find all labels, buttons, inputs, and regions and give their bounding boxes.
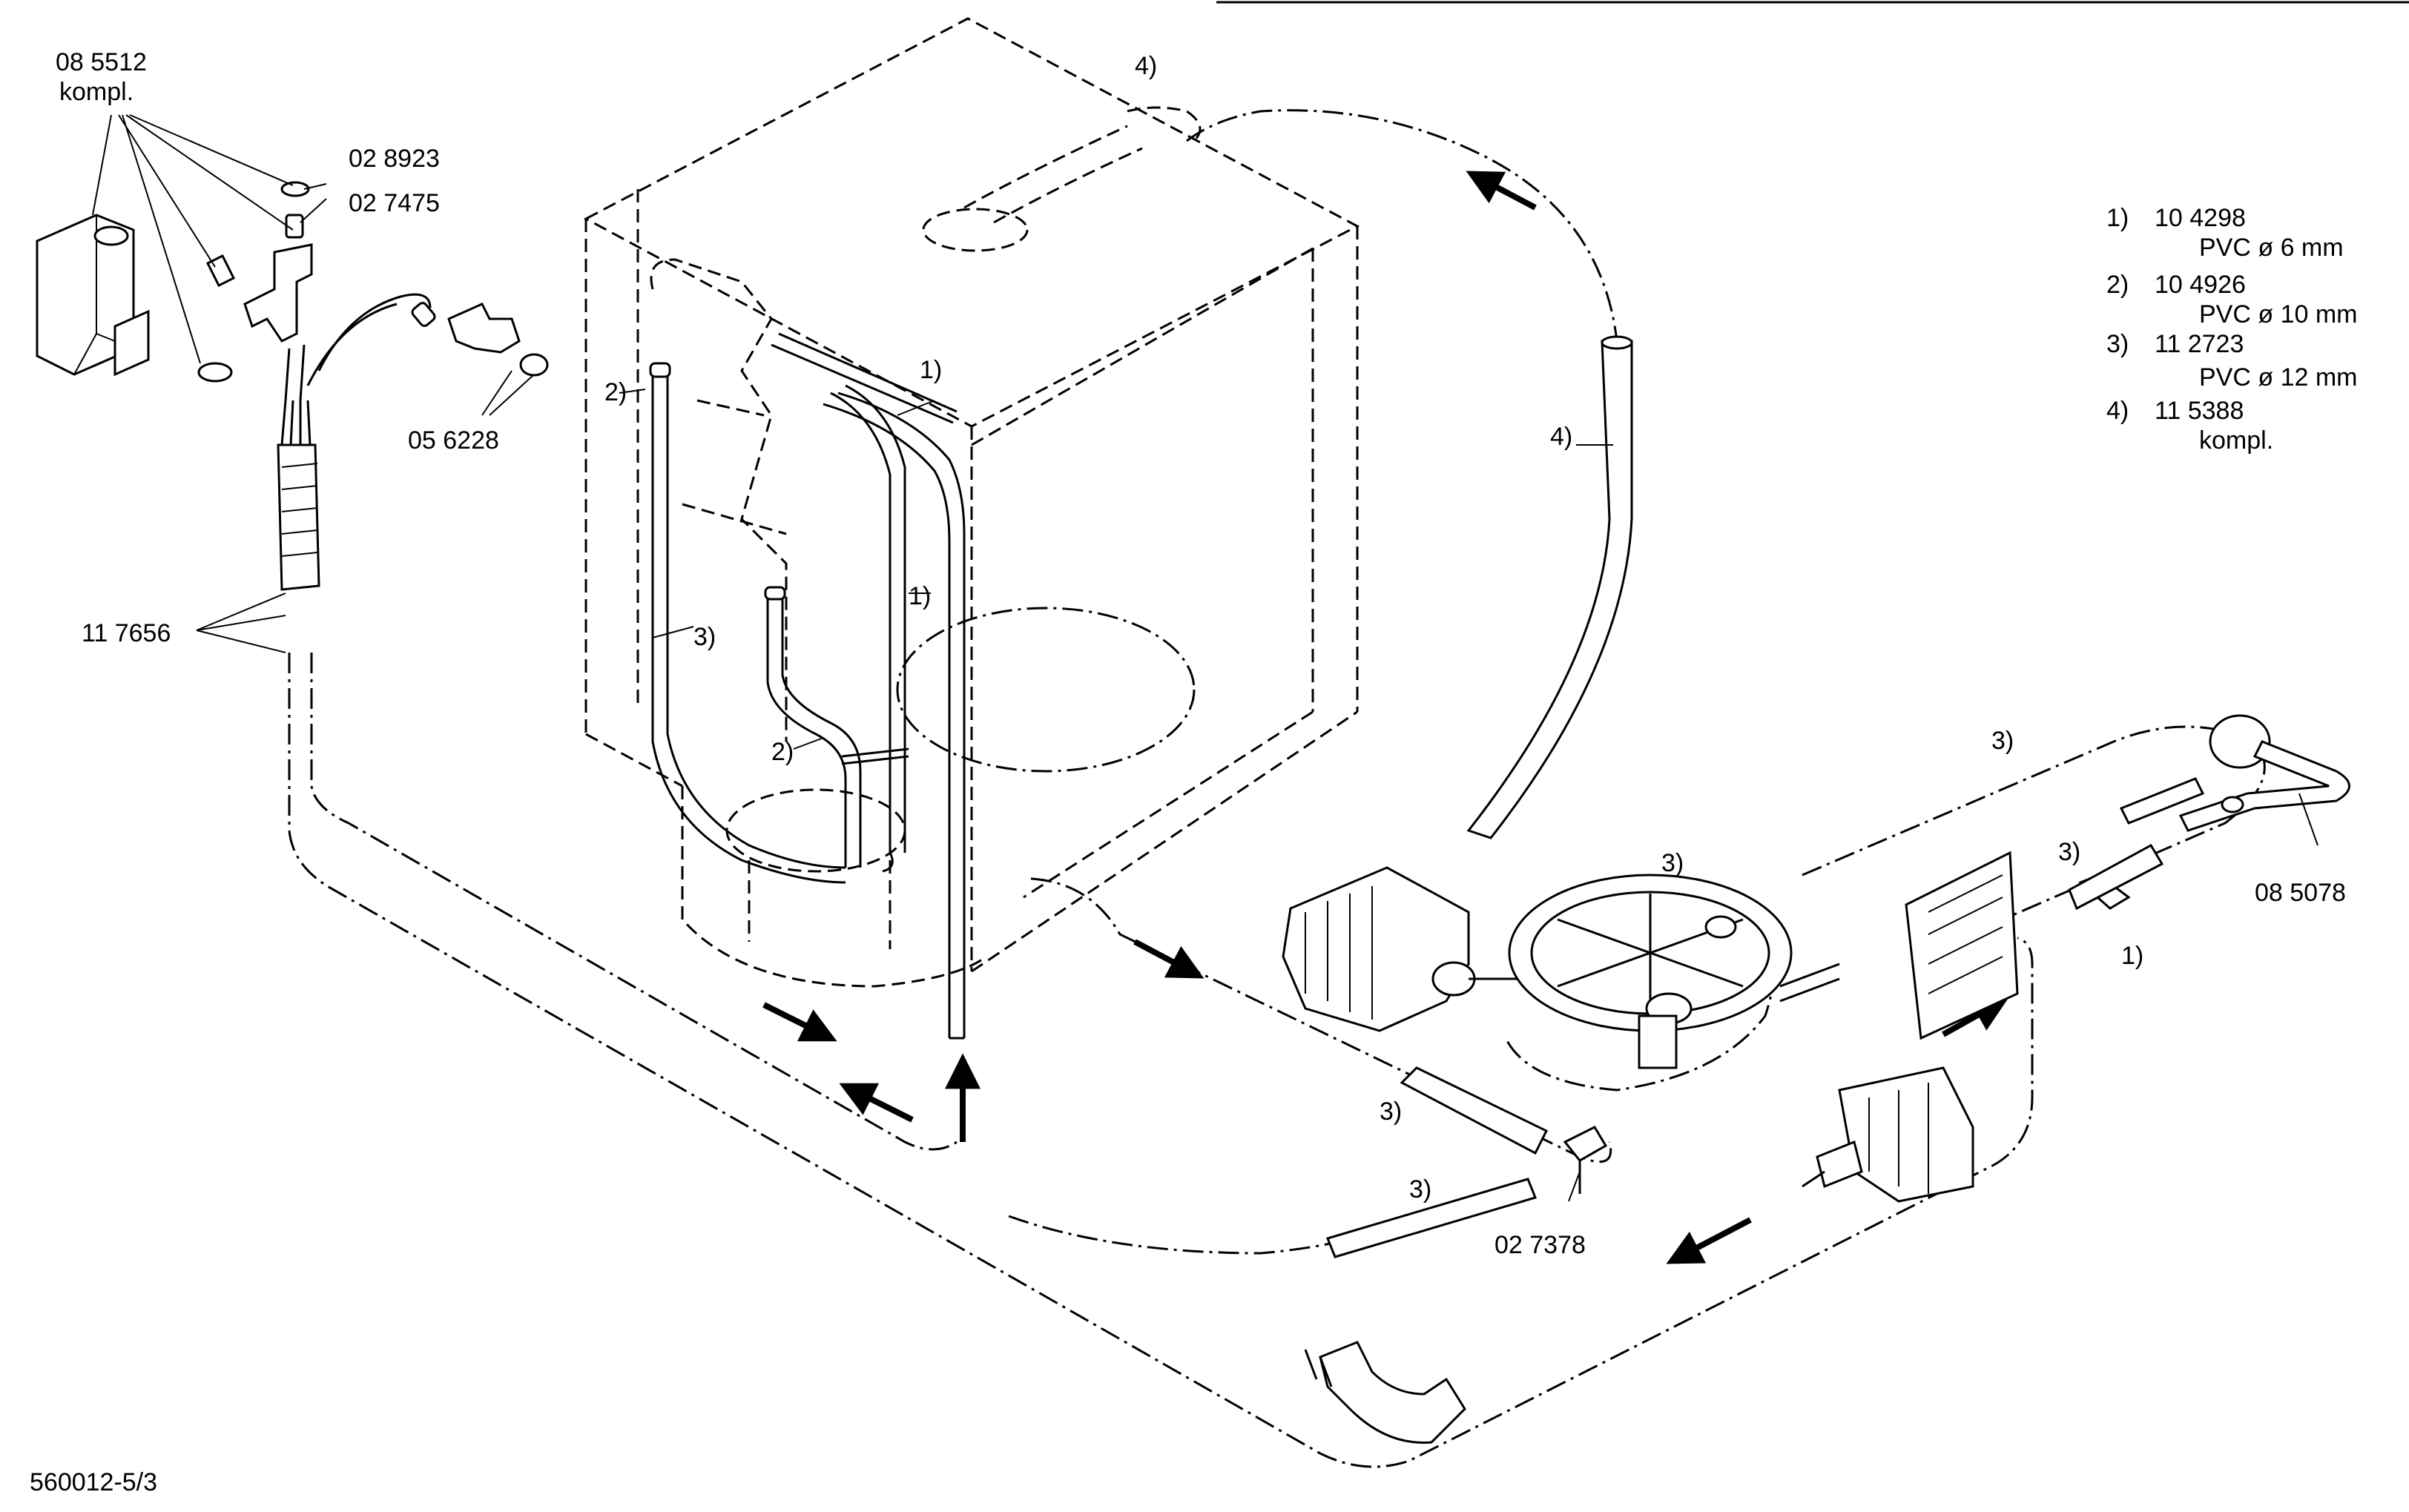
marker-4-hose: 4) [1550, 423, 1572, 451]
legend-spec-1: PVC ø 6 mm [2199, 234, 2344, 262]
marker-4-top: 4) [1135, 52, 1157, 80]
label-kit-suffix: kompl. [59, 78, 134, 106]
flow-arrow [762, 1002, 837, 1042]
marker-3-right: 3) [2058, 838, 2080, 866]
marker-3-top-right: 3) [1991, 727, 2014, 755]
label-117656: 11 7656 [82, 619, 171, 647]
marker-3-left: 3) [693, 623, 716, 651]
label-085078: 08 5078 [2255, 879, 2346, 907]
part-labels: 08 5512 kompl. 02 8923 02 7475 05 6228 1… [30, 48, 2346, 1496]
drain-elbow [1304, 1341, 1466, 1444]
marker-1-right: 1) [2121, 942, 2143, 970]
solenoid-valve [1802, 1066, 1974, 1203]
legend-part-2: 10 4926 [2155, 271, 2246, 299]
inlet-assembly [36, 181, 549, 591]
legend-marker-2: 2) [2106, 271, 2129, 299]
marker-1-mid: 1) [909, 582, 931, 610]
label-027378: 02 7378 [1494, 1231, 1586, 1259]
hose-4 [1466, 335, 1633, 839]
marker-3-low: 3) [1380, 1097, 1402, 1126]
marker-3-ring: 3) [1661, 849, 1684, 877]
legend-part-1: 10 4298 [2155, 204, 2246, 232]
marker-3-bottom: 3) [1409, 1175, 1431, 1204]
tub-outline [583, 17, 1360, 988]
flow-arrow [839, 1083, 914, 1123]
label-kit-number: 08 5512 [56, 48, 147, 76]
legend-part-4: 11 5388 [2155, 397, 2244, 425]
legend-marker-1: 1) [2106, 204, 2129, 232]
short-hoses [1325, 843, 2164, 1258]
legend-spec-3: PVC ø 12 mm [2199, 363, 2357, 392]
right-fittings [1905, 714, 2350, 1040]
drawing-number: 560012-5/3 [30, 1468, 157, 1496]
flow-arrow [1942, 997, 2009, 1037]
flow-arrow [1133, 939, 1204, 979]
flow-arrow [1466, 171, 1537, 211]
legend-spec-2: PVC ø 10 mm [2199, 300, 2357, 329]
flow-paths [288, 109, 2266, 1468]
flow-arrows [762, 171, 2009, 1264]
legend-marker-3: 3) [2106, 330, 2129, 358]
flow-arrow [1666, 1217, 1752, 1264]
inner-hoses [649, 332, 966, 1040]
label-056228: 05 6228 [408, 426, 499, 455]
legend-marker-4: 4) [2106, 397, 2129, 425]
marker-2-mid: 2) [771, 738, 794, 766]
marker-1-tub: 1) [920, 356, 942, 384]
label-027475: 02 7475 [349, 189, 440, 217]
legend-part-3: 11 2723 [2155, 330, 2244, 358]
legend: 1) 10 4298 PVC ø 6 mm 2) 10 4926 PVC ø 1… [2106, 204, 2357, 455]
marker-2-left: 2) [604, 378, 627, 406]
label-028923: 02 8923 [349, 145, 440, 173]
leader-lines [92, 114, 2319, 1202]
legend-spec-4: kompl. [2199, 426, 2273, 455]
spray-ring [1508, 874, 1840, 1069]
